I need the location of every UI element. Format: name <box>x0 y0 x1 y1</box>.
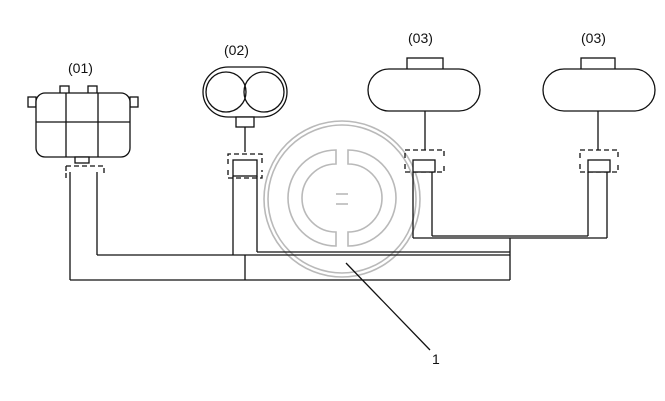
component-01: (01) <box>27 60 139 178</box>
callout-1: 1 <box>345 262 440 367</box>
component-03-b: (03) <box>542 30 656 173</box>
callout-label: 1 <box>432 351 440 367</box>
component-label: (03) <box>581 30 606 46</box>
component-label: (02) <box>224 42 249 58</box>
component-03-a: (03) <box>367 30 481 173</box>
component-label: (01) <box>68 60 93 76</box>
component-02: (02) <box>202 42 288 179</box>
component-label: (03) <box>408 30 433 46</box>
pipe-network <box>69 172 608 281</box>
watermark-logo-icon <box>263 120 421 278</box>
